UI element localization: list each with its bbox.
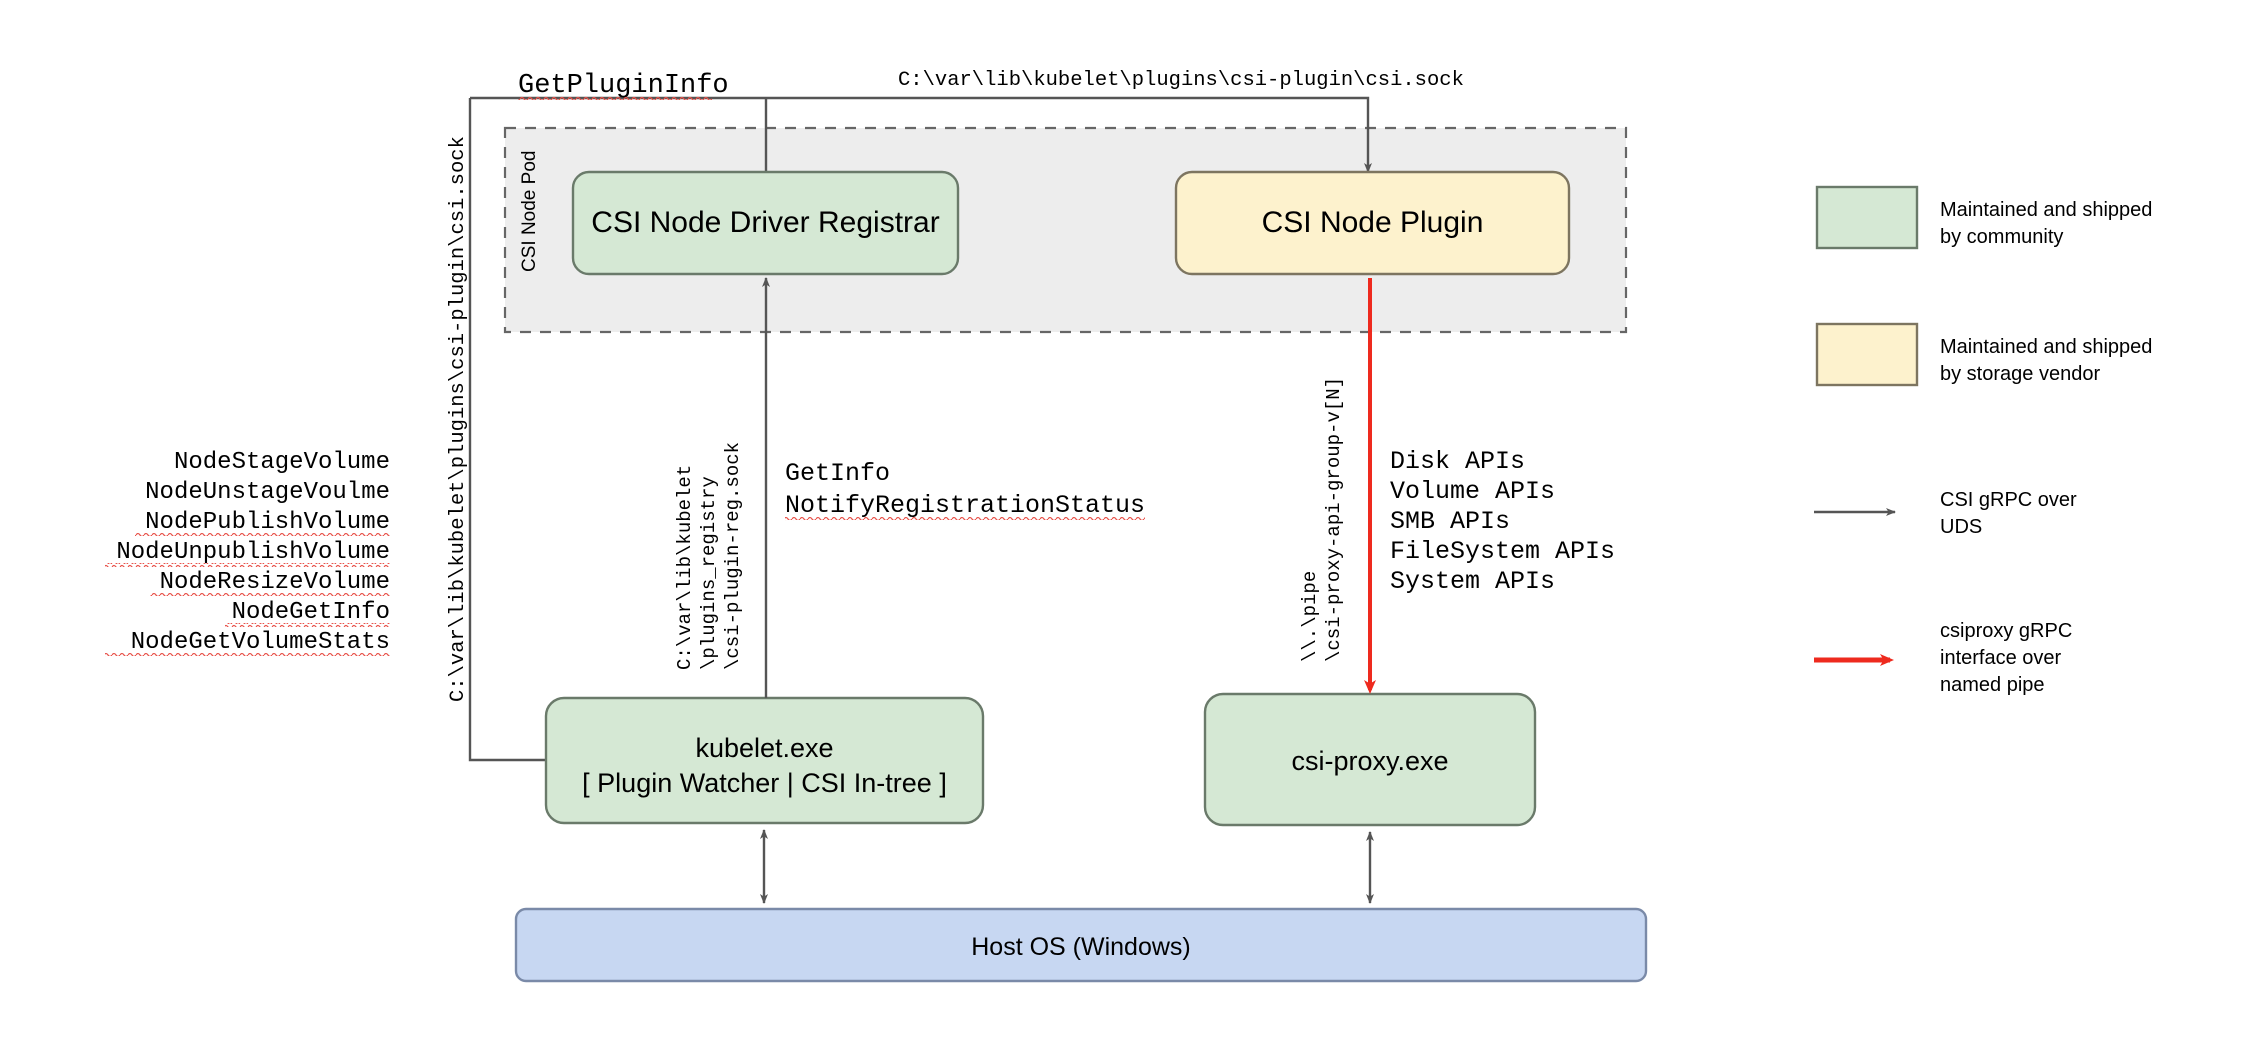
label-csi-sock-left: C:\var\lib\kubelet\plugins\csi-plugin\cs… xyxy=(447,136,470,702)
spellcheck-underline xyxy=(105,563,390,567)
node-label-host-os: Host OS (Windows) xyxy=(971,933,1190,961)
node-rpc-item: NodeUnstageVoulme xyxy=(145,479,390,506)
spellcheck-underline xyxy=(105,653,390,657)
node-kubelet-exe[interactable] xyxy=(544,696,985,825)
api-list: Disk APIs Volume APIs SMB APIs FileSyste… xyxy=(1390,447,1615,596)
legend-label-csiproxy-line3: named pipe xyxy=(1940,674,2045,696)
node-label-csi-proxy: csi-proxy.exe xyxy=(1291,746,1448,776)
edge-getplugininfo-path xyxy=(468,98,546,762)
label-named-pipe: \\.\pipe \csi-proxy-api-group-v[N] xyxy=(1299,377,1345,662)
api-list-item: Disk APIs xyxy=(1390,447,1525,476)
label-registry-path: C:\var\lib\kubelet \plugins_registry \cs… xyxy=(674,442,744,670)
registry-path-line: \plugins_registry xyxy=(698,476,720,670)
node-rpc-item: NodeGetInfo xyxy=(232,599,390,626)
legend-label-community-line2: by community xyxy=(1940,226,2063,248)
legend-label-uds-line1: CSI gRPC over xyxy=(1940,489,2077,511)
legend: Maintained and shipped by community Main… xyxy=(1814,185,2152,696)
api-list-item: System APIs xyxy=(1390,567,1555,596)
node-label-kubelet-line2: [ Plugin Watcher | CSI In-tree ] xyxy=(582,768,947,798)
api-list-item: FileSystem APIs xyxy=(1390,537,1615,566)
node-csi-proxy-exe[interactable] xyxy=(1203,692,1537,827)
node-csi-node-plugin[interactable] xyxy=(1174,170,1571,276)
node-label-csi-node-plugin: CSI Node Plugin xyxy=(1262,206,1484,239)
named-pipe-line: \csi-proxy-api-group-v[N] xyxy=(1323,377,1345,662)
api-list-item: SMB APIs xyxy=(1390,507,1510,536)
legend-swatch-community xyxy=(1815,185,1919,250)
label-csi-node-pod: CSI Node Pod xyxy=(519,151,540,272)
named-pipe-line: \\.\pipe xyxy=(1299,571,1321,662)
registry-path-line: C:\var\lib\kubelet xyxy=(674,465,696,670)
node-csi-node-driver-registrar[interactable] xyxy=(571,170,960,276)
legend-label-vendor-line1: Maintained and shipped xyxy=(1940,336,2152,358)
node-label-registrar: CSI Node Driver Registrar xyxy=(591,206,939,239)
spellcheck-underline xyxy=(135,533,390,537)
node-rpc-item: NodeStageVolume xyxy=(174,449,390,476)
spellcheck-underline-notify xyxy=(785,517,1145,521)
node-rpc-item: NodeUnpublishVolume xyxy=(116,539,390,566)
legend-label-community-line1: Maintained and shipped xyxy=(1940,199,2152,221)
node-rpc-list: NodeStageVolume NodeUnstageVoulme NodePu… xyxy=(105,449,390,657)
node-rpc-item: NodeResizeVolume xyxy=(160,569,390,596)
node-label-kubelet-line1: kubelet.exe xyxy=(695,733,833,763)
edge-getplugininfo-top xyxy=(470,96,1372,173)
node-rpc-item: NodePublishVolume xyxy=(145,509,390,536)
api-list-item: Volume APIs xyxy=(1390,477,1555,506)
node-host-os[interactable] xyxy=(514,907,1648,983)
legend-label-csiproxy-line2: interface over xyxy=(1940,647,2062,669)
spellcheck-underline xyxy=(225,623,390,627)
legend-label-uds-line2: UDS xyxy=(1940,516,1982,538)
legend-swatch-vendor xyxy=(1815,322,1919,387)
label-notify-registration-status: NotifyRegistrationStatus xyxy=(785,491,1145,520)
spellcheck-underline-getplugininfo xyxy=(518,96,712,100)
legend-label-vendor-line2: by storage vendor xyxy=(1940,363,2100,385)
label-get-info: GetInfo xyxy=(785,459,890,488)
label-csi-sock-top: C:\var\lib\kubelet\plugins\csi-plugin\cs… xyxy=(898,69,1464,92)
legend-label-csiproxy-line1: csiproxy gRPC xyxy=(1940,620,2072,642)
node-rpc-item: NodeGetVolumeStats xyxy=(131,629,390,656)
spellcheck-underline xyxy=(150,593,390,597)
registry-path-line: \csi-plugin-reg.sock xyxy=(722,442,744,670)
